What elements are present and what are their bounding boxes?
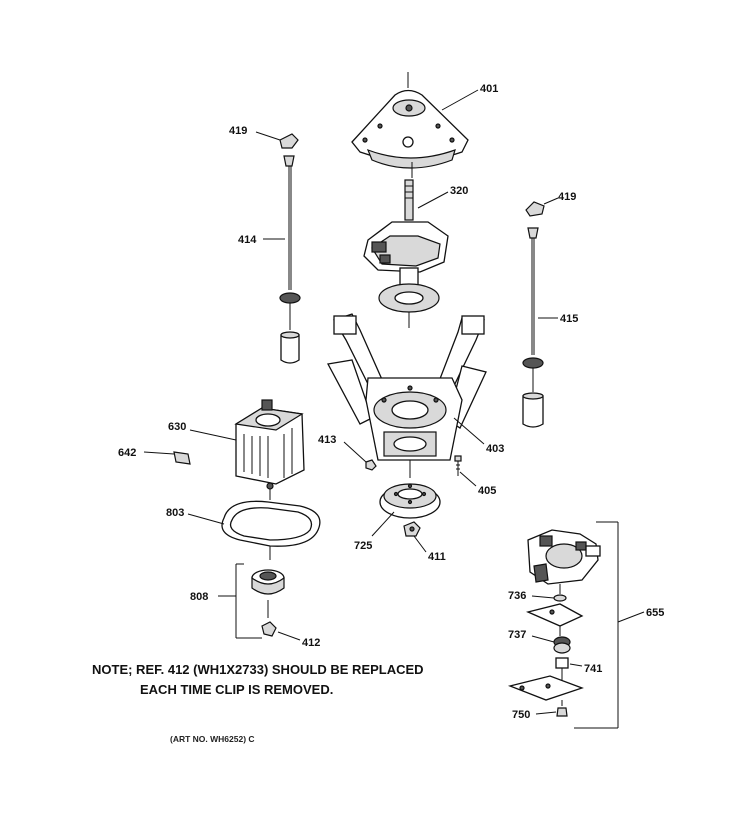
- leader-320: [417, 191, 449, 209]
- leader-413: [343, 441, 367, 463]
- part-413-nut: [365, 459, 377, 471]
- part-655-mount-plate-lower: [507, 675, 584, 706]
- part-655-pump-assembly: [527, 529, 601, 594]
- callout-414: 414: [238, 234, 257, 246]
- callout-725: 725: [354, 540, 372, 552]
- callout-412: 412: [302, 637, 320, 649]
- callout-419-left: 419: [229, 125, 247, 137]
- callout-741: 741: [584, 663, 602, 675]
- callout-655: 655: [646, 607, 664, 619]
- leader-412: [277, 631, 301, 641]
- part-320-transmission: [363, 179, 449, 328]
- leader-642: [143, 451, 175, 455]
- callout-415: 415: [560, 313, 578, 325]
- part-403-bracket: [327, 313, 487, 478]
- callout-630: 630: [168, 421, 186, 433]
- part-412-clip: [261, 621, 277, 637]
- callout-808: 808: [190, 591, 208, 603]
- callout-403: 403: [486, 443, 504, 455]
- part-411-nut: [403, 521, 421, 537]
- part-803-belt: [221, 500, 321, 560]
- leader-630: [189, 429, 237, 441]
- part-414-suspension-rod: [279, 155, 301, 364]
- part-401-drive-cover: [351, 72, 469, 178]
- leader-750: [535, 711, 557, 715]
- part-655-mount-plate-upper: [525, 603, 584, 636]
- callout-736: 736: [508, 590, 526, 602]
- part-725-pulley: [379, 483, 441, 519]
- callout-401: 401: [480, 83, 498, 95]
- leader-401: [441, 89, 479, 111]
- part-750-nut: [556, 707, 568, 717]
- part-642-clip: [173, 451, 191, 465]
- note-line-1: NOTE; REF. 412 (WH1X2733) SHOULD BE REPL…: [92, 662, 424, 677]
- leader-737: [531, 635, 555, 643]
- leader-419-right: [543, 197, 559, 205]
- part-419-left-cap: [279, 133, 299, 149]
- leader-725: [371, 511, 395, 537]
- leader-403: [453, 417, 485, 445]
- part-419-right-cap: [525, 201, 545, 217]
- bracket-808: [218, 563, 262, 639]
- bracket-655: [574, 521, 645, 729]
- callout-419-right: 419: [558, 191, 576, 203]
- callout-320: 320: [450, 185, 468, 197]
- part-741-spacer: [555, 657, 569, 680]
- leader-405: [459, 471, 477, 487]
- part-737-grommet: [553, 636, 571, 654]
- callout-413: 413: [318, 434, 336, 446]
- leader-419-left: [255, 131, 281, 141]
- part-630-motor: [234, 399, 305, 500]
- leader-741: [569, 663, 583, 667]
- part-808-motor-pulley: [251, 569, 285, 618]
- leader-803: [187, 513, 225, 525]
- leader-411: [413, 535, 427, 553]
- callout-411: 411: [428, 551, 446, 563]
- callout-737: 737: [508, 629, 526, 641]
- part-405-bolt: [454, 455, 462, 476]
- art-number: (ART NO. WH6252) C: [170, 734, 255, 744]
- note-line-2: EACH TIME CLIP IS REMOVED.: [140, 682, 333, 697]
- callout-642: 642: [118, 447, 136, 459]
- leader-736: [531, 595, 555, 599]
- part-736-washer: [553, 594, 567, 602]
- callout-803: 803: [166, 507, 184, 519]
- part-415-suspension-rod: [522, 227, 544, 428]
- callout-750: 750: [512, 709, 530, 721]
- callout-405: 405: [478, 485, 496, 497]
